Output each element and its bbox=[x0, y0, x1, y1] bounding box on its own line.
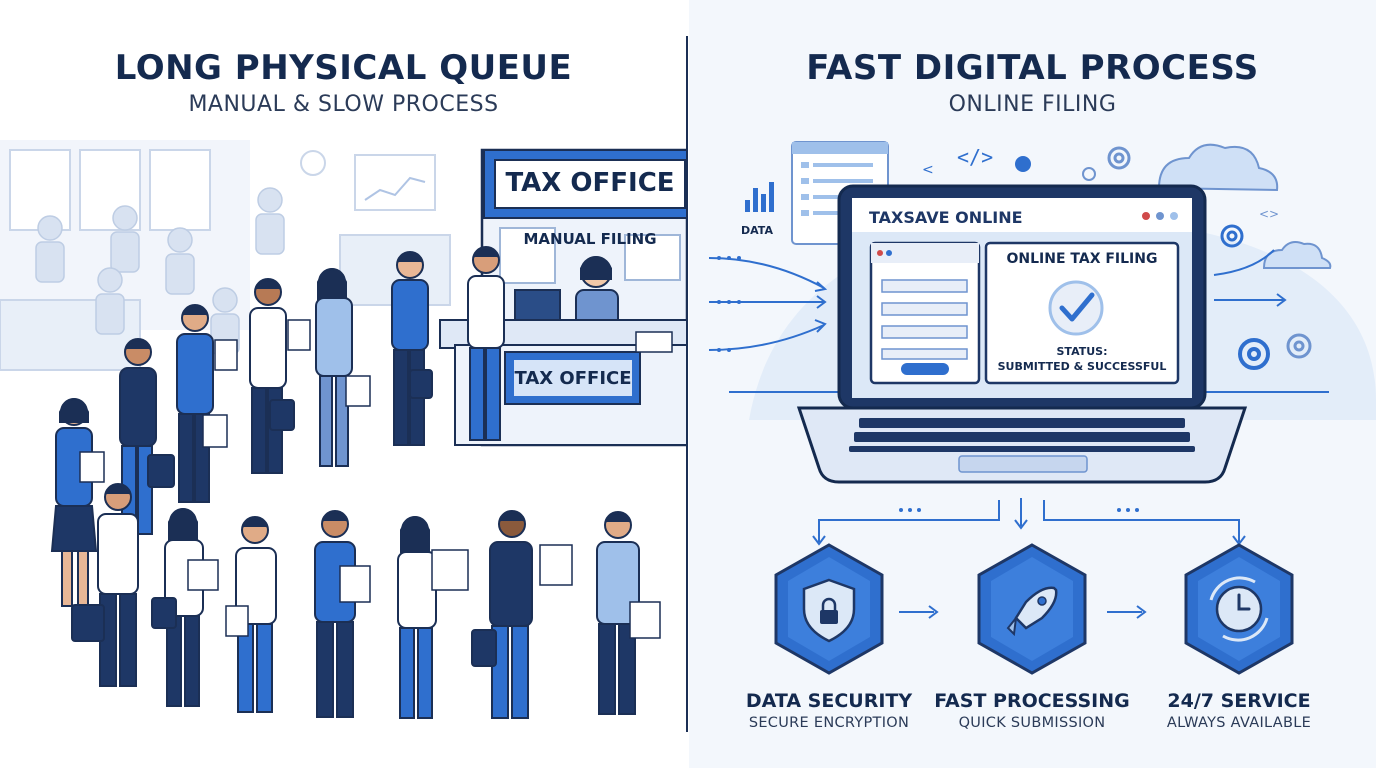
gear-icon bbox=[1220, 224, 1244, 248]
feature-security-subtitle: SECURE ENCRYPTION bbox=[748, 715, 910, 731]
waiting-people bbox=[50, 246, 661, 719]
queue-illustration bbox=[0, 140, 687, 719]
data-bars-icon bbox=[745, 182, 774, 212]
counter-sign: MANUAL FILING bbox=[523, 230, 657, 248]
rocket-icon bbox=[977, 543, 1087, 675]
svg-text:<: < bbox=[922, 162, 934, 178]
left-subtitle: MANUAL & SLOW PROCESS bbox=[188, 92, 499, 117]
clock-icon bbox=[1184, 543, 1294, 675]
right-subtitle: ONLINE FILING bbox=[948, 92, 1117, 117]
data-label: DATA bbox=[741, 224, 773, 237]
svg-text:<>: <> bbox=[1259, 207, 1279, 221]
card-title: ONLINE TAX FILING bbox=[1006, 251, 1158, 267]
physical-queue-panel: LONG PHYSICAL QUEUE MANUAL & SLOW PROCES… bbox=[0, 0, 687, 768]
cloud-icon bbox=[1262, 241, 1332, 269]
gear-icon bbox=[1082, 167, 1096, 181]
status-value: SUBMITTED & SUCCESSFUL bbox=[997, 360, 1167, 373]
status-label: STATUS: bbox=[1056, 345, 1108, 358]
office-sign: TAX OFFICE bbox=[505, 168, 675, 198]
digital-illustration: </> < <> bbox=[708, 141, 1376, 675]
background-office bbox=[0, 140, 451, 371]
panel-divider bbox=[686, 36, 688, 732]
feature-speed-subtitle: QUICK SUBMISSION bbox=[958, 715, 1106, 731]
cloud-icon bbox=[1157, 143, 1279, 192]
right-title: FAST DIGITAL PROCESS bbox=[806, 48, 1259, 88]
feature-service-subtitle: ALWAYS AVAILABLE bbox=[1166, 715, 1312, 731]
left-title: LONG PHYSICAL QUEUE bbox=[114, 48, 573, 88]
feature-service-title: 24/7 SERVICE bbox=[1167, 690, 1311, 712]
feature-security-title: DATA SECURITY bbox=[745, 690, 913, 712]
digital-process-panel: FAST DIGITAL PROCESS ONLINE FILING </> <… bbox=[689, 0, 1376, 768]
code-icon: </> bbox=[957, 145, 993, 169]
gear-icon bbox=[1238, 338, 1270, 370]
gear-icon bbox=[1107, 146, 1131, 170]
app-title: TAXSAVE ONLINE bbox=[869, 208, 1023, 227]
gear-icon bbox=[1286, 333, 1312, 359]
feature-speed-title: FAST PROCESSING bbox=[934, 690, 1130, 712]
shield-lock-icon bbox=[774, 543, 884, 675]
check-circle-icon bbox=[1048, 280, 1104, 336]
laptop bbox=[796, 184, 1248, 484]
desk-sign: TAX OFFICE bbox=[514, 368, 632, 389]
